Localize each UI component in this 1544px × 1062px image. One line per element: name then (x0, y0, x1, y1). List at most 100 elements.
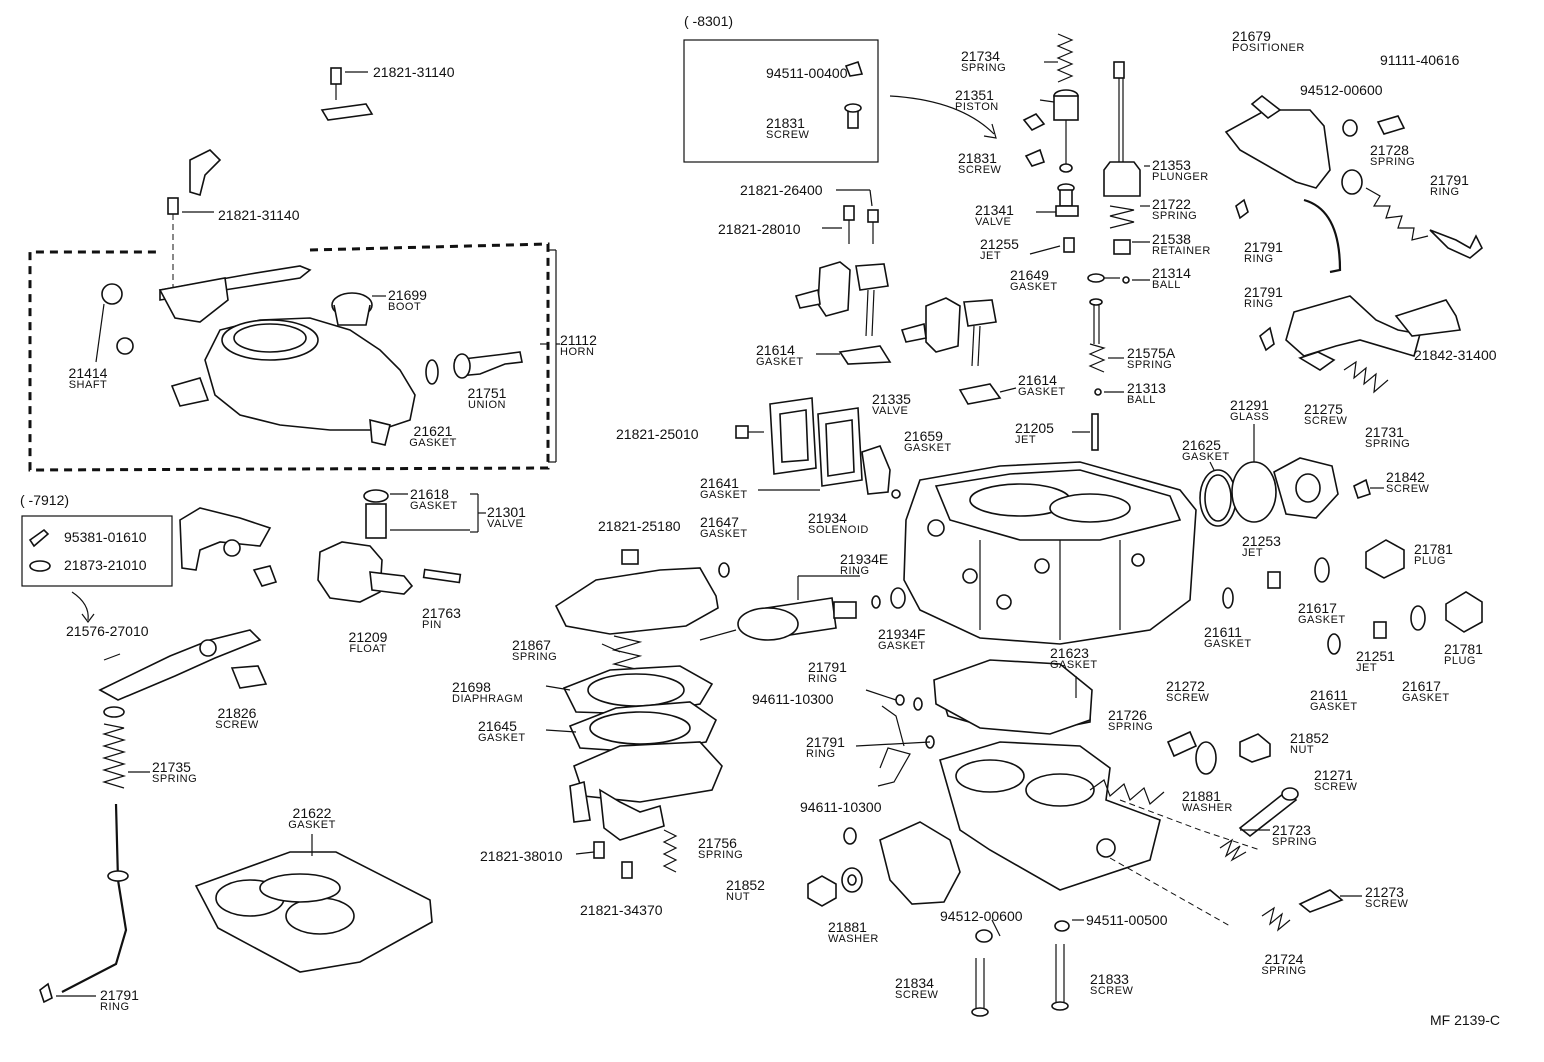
callout-description: PISTON (955, 101, 999, 113)
callout-description: GASKET (756, 356, 804, 368)
callout-description: GASKET (1204, 638, 1252, 650)
callout-description: DIAPHRAGM (452, 693, 524, 705)
part-number-label: 21821-25010 (616, 426, 699, 442)
part-number-label: 21821-25180 (598, 518, 681, 534)
callout-number: 21734 (961, 48, 1000, 64)
callout-description: BALL (1127, 394, 1156, 406)
flange-gasket (933, 659, 1093, 735)
plunger (1087, 61, 1141, 284)
callout-description: SCREW (958, 164, 1002, 176)
part-number-label: 21821-28010 (718, 221, 801, 237)
callout-number: 21867 (512, 637, 551, 653)
callout-description: SPRING (698, 849, 744, 861)
nut-washer (807, 694, 1070, 1017)
callout-description: GASKET (1298, 614, 1346, 626)
callout-number: 21618 (410, 486, 449, 502)
callout-number: 21645 (478, 718, 517, 734)
union (425, 351, 523, 385)
part-number-label: 21821-38010 (480, 848, 563, 864)
power-valve (1072, 298, 1124, 451)
callout-description: GASKET (700, 528, 748, 540)
callout-description: GASKET (288, 819, 336, 831)
callout-description: SPRING (512, 651, 558, 663)
callout-number: 21934 (808, 510, 847, 526)
late-part-box (683, 39, 997, 163)
callout-number: 21826 (217, 705, 257, 721)
callout-description: SPRING (152, 773, 198, 785)
callout-number: 21209 (348, 629, 388, 645)
callout-number: 21659 (904, 428, 943, 444)
spring-rod (39, 706, 150, 1004)
callout-number: 21272 (1166, 678, 1205, 694)
callout-number: 21751 (467, 385, 507, 401)
callout-description: GASKET (1050, 659, 1098, 671)
callout-number: 21722 (1152, 196, 1191, 212)
callout-number: 21301 (487, 504, 526, 520)
callout-number: 21341 (975, 202, 1014, 218)
callout-description: WASHER (1182, 802, 1233, 814)
callout-description: SPRING (1261, 965, 1307, 977)
boot (331, 292, 386, 326)
callout-description: PLUG (1414, 555, 1446, 567)
callout-number: 21335 (872, 391, 911, 407)
callout-number: 21649 (1010, 267, 1049, 283)
callout-number: 21881 (828, 919, 867, 935)
callout-number: 21723 (1272, 822, 1311, 838)
valve-right (900, 297, 1017, 405)
callout-description: GASKET (409, 437, 457, 449)
callout-number: 21699 (388, 287, 427, 303)
callout-number: 21791 (1244, 239, 1283, 255)
callout-description: SCREW (1365, 898, 1409, 910)
callout-description: SOLENOID (808, 524, 869, 536)
callout-number: 21724 (1264, 951, 1304, 967)
callout-description: NUT (726, 891, 751, 903)
callout-description: FLOAT (349, 643, 387, 655)
callout-description: GASKET (1010, 281, 1058, 293)
callout-number: 21647 (700, 514, 739, 530)
part-number-label: 91111-40616 (1380, 52, 1460, 68)
callout-number: 21205 (1015, 420, 1054, 436)
callout-description: BALL (1152, 279, 1181, 291)
callout-number: 21617 (1402, 678, 1441, 694)
callout-number: 21881 (1182, 788, 1221, 804)
callout-description: WASHER (828, 933, 879, 945)
callout-description: JET (1356, 662, 1378, 674)
valve-left (794, 261, 892, 365)
callout-number: 21726 (1108, 707, 1147, 723)
callout-description: SCREW (1386, 483, 1430, 495)
callout-number: 21731 (1365, 424, 1404, 440)
callout-description: GASKET (1402, 692, 1450, 704)
callout-description: BOOT (388, 301, 422, 313)
callout-number: 21623 (1050, 645, 1089, 661)
plugs-jets (1222, 539, 1483, 655)
callout-description: SCREW (215, 719, 259, 731)
callout-description: RING (806, 748, 836, 760)
callout-number: 21614 (1018, 372, 1057, 388)
